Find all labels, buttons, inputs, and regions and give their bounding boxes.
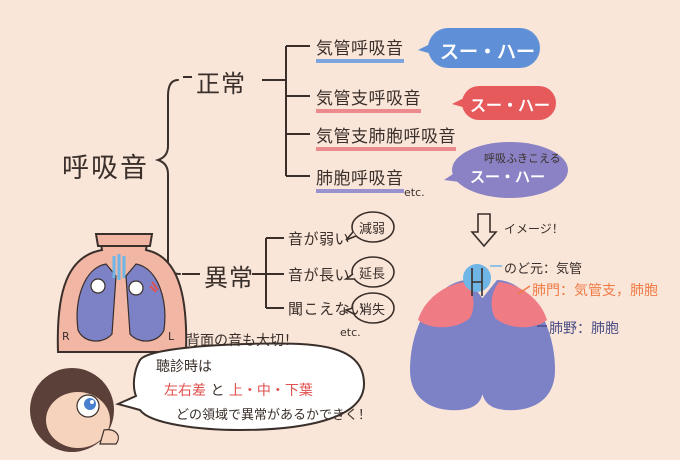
speech-and: と <box>210 383 225 399</box>
arrow-down-icon <box>470 213 498 248</box>
root-title: 呼吸音 <box>62 153 149 184</box>
bubble-3-shape <box>452 142 568 198</box>
speech-bubble-shape <box>115 342 366 432</box>
speech-lobes: 上・中・下葉 <box>228 383 313 399</box>
speech-line-1: 聴診時は <box>156 359 212 375</box>
label-field: 肺野：肺胞 <box>549 321 619 337</box>
normal-category: 正常 <box>196 70 246 98</box>
speech-line-2: 左右差 と 上・中・下葉 <box>164 380 313 400</box>
abnormal-etc: etc. <box>340 326 361 339</box>
abnormal-item-1: 音が弱い <box>288 230 351 248</box>
bubble-2-text: スー・ハー <box>470 96 551 115</box>
abnormal-result-2: 延長 <box>359 267 386 282</box>
normal-item-4: 肺胞呼吸音 <box>316 164 404 193</box>
normal-item-3: 気管支肺胞呼吸音 <box>316 122 456 151</box>
image-label: イメージ！ <box>504 222 564 236</box>
chest-illustration <box>56 233 188 353</box>
label-hilum: 肺門：気管支，肺胞 <box>532 283 658 299</box>
abnormal-result-3: 消失 <box>359 303 386 318</box>
back-note: 背面の音も大切！ <box>186 333 298 349</box>
normal-item-2: 気管支呼吸音 <box>316 84 421 113</box>
bubble-2-shape <box>462 86 556 120</box>
bubble-3-subtext: 呼吸ふきこえる <box>484 152 561 165</box>
normal-item-1: 気管呼吸音 <box>316 34 404 63</box>
lungs-illustration <box>410 264 555 411</box>
normal-etc: etc. <box>404 186 425 199</box>
abnormal-item-3: 聞こえない <box>288 300 366 318</box>
abnormal-category: 異常 <box>204 264 254 292</box>
chest-label-l: L <box>168 330 175 343</box>
bubble-3-text: スー・ハー <box>470 168 546 186</box>
speech-line-3: どの領域で異常があるかできく！ <box>176 408 372 423</box>
chest-label-r: R <box>62 330 70 343</box>
abnormal-item-2: 音が長い <box>288 266 351 284</box>
bubble-1-shape <box>428 28 540 68</box>
speech-lr-difference: 左右差 <box>164 383 206 399</box>
abnormal-result-1: 減弱 <box>359 222 386 237</box>
bubble-1-text: スー・ハー <box>440 41 536 63</box>
label-throat: のど元：気管 <box>504 262 583 277</box>
doctor-character <box>30 368 119 452</box>
